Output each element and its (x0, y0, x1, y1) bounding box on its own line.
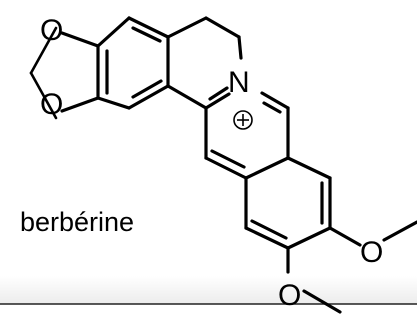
bond-b3 (237, 35, 243, 60)
bond-d2-inner (250, 219, 288, 240)
bond-c5-inner (262, 101, 282, 114)
bond-ch2-o2 (29, 71, 58, 120)
bond-a2 (96, 16, 131, 48)
bond-c3 (244, 156, 290, 180)
bond-b5 (204, 92, 231, 110)
atom-oxygen-1: O (40, 14, 63, 47)
atom-oxygen-4: O (278, 279, 301, 312)
compound-name: berbérine (20, 207, 134, 237)
bond-a3 (127, 16, 170, 39)
bond-o1-ch2 (29, 26, 58, 75)
page-shadow (0, 276, 417, 304)
bond-d2 (244, 226, 290, 250)
bond-b4 (166, 84, 208, 110)
bond-o2-c (60, 96, 100, 113)
bond-o1-c (60, 31, 100, 48)
bond-c2 (204, 156, 248, 180)
bond-d3 (286, 226, 332, 250)
bond-o3-me (382, 220, 417, 242)
bond-a6 (96, 96, 131, 110)
bond-c5 (260, 91, 290, 110)
bond-c-o3 (328, 226, 362, 247)
bond-a5-inner (131, 79, 163, 99)
atom-nitrogen: N (228, 66, 250, 99)
bond-a5 (127, 84, 170, 110)
atom-oxygen-2: O (40, 88, 63, 121)
bond-b1 (166, 16, 208, 39)
bond-c2-inner (210, 149, 246, 169)
positive-charge-icon (233, 110, 253, 130)
bond-a3-inner (131, 26, 162, 43)
bond-network (29, 16, 417, 314)
bond-d5 (286, 156, 332, 180)
bond-b5-inner (208, 86, 229, 101)
bond-b2 (204, 16, 241, 39)
atom-oxygen-3: O (360, 236, 383, 269)
bond-o4-me (302, 289, 342, 314)
